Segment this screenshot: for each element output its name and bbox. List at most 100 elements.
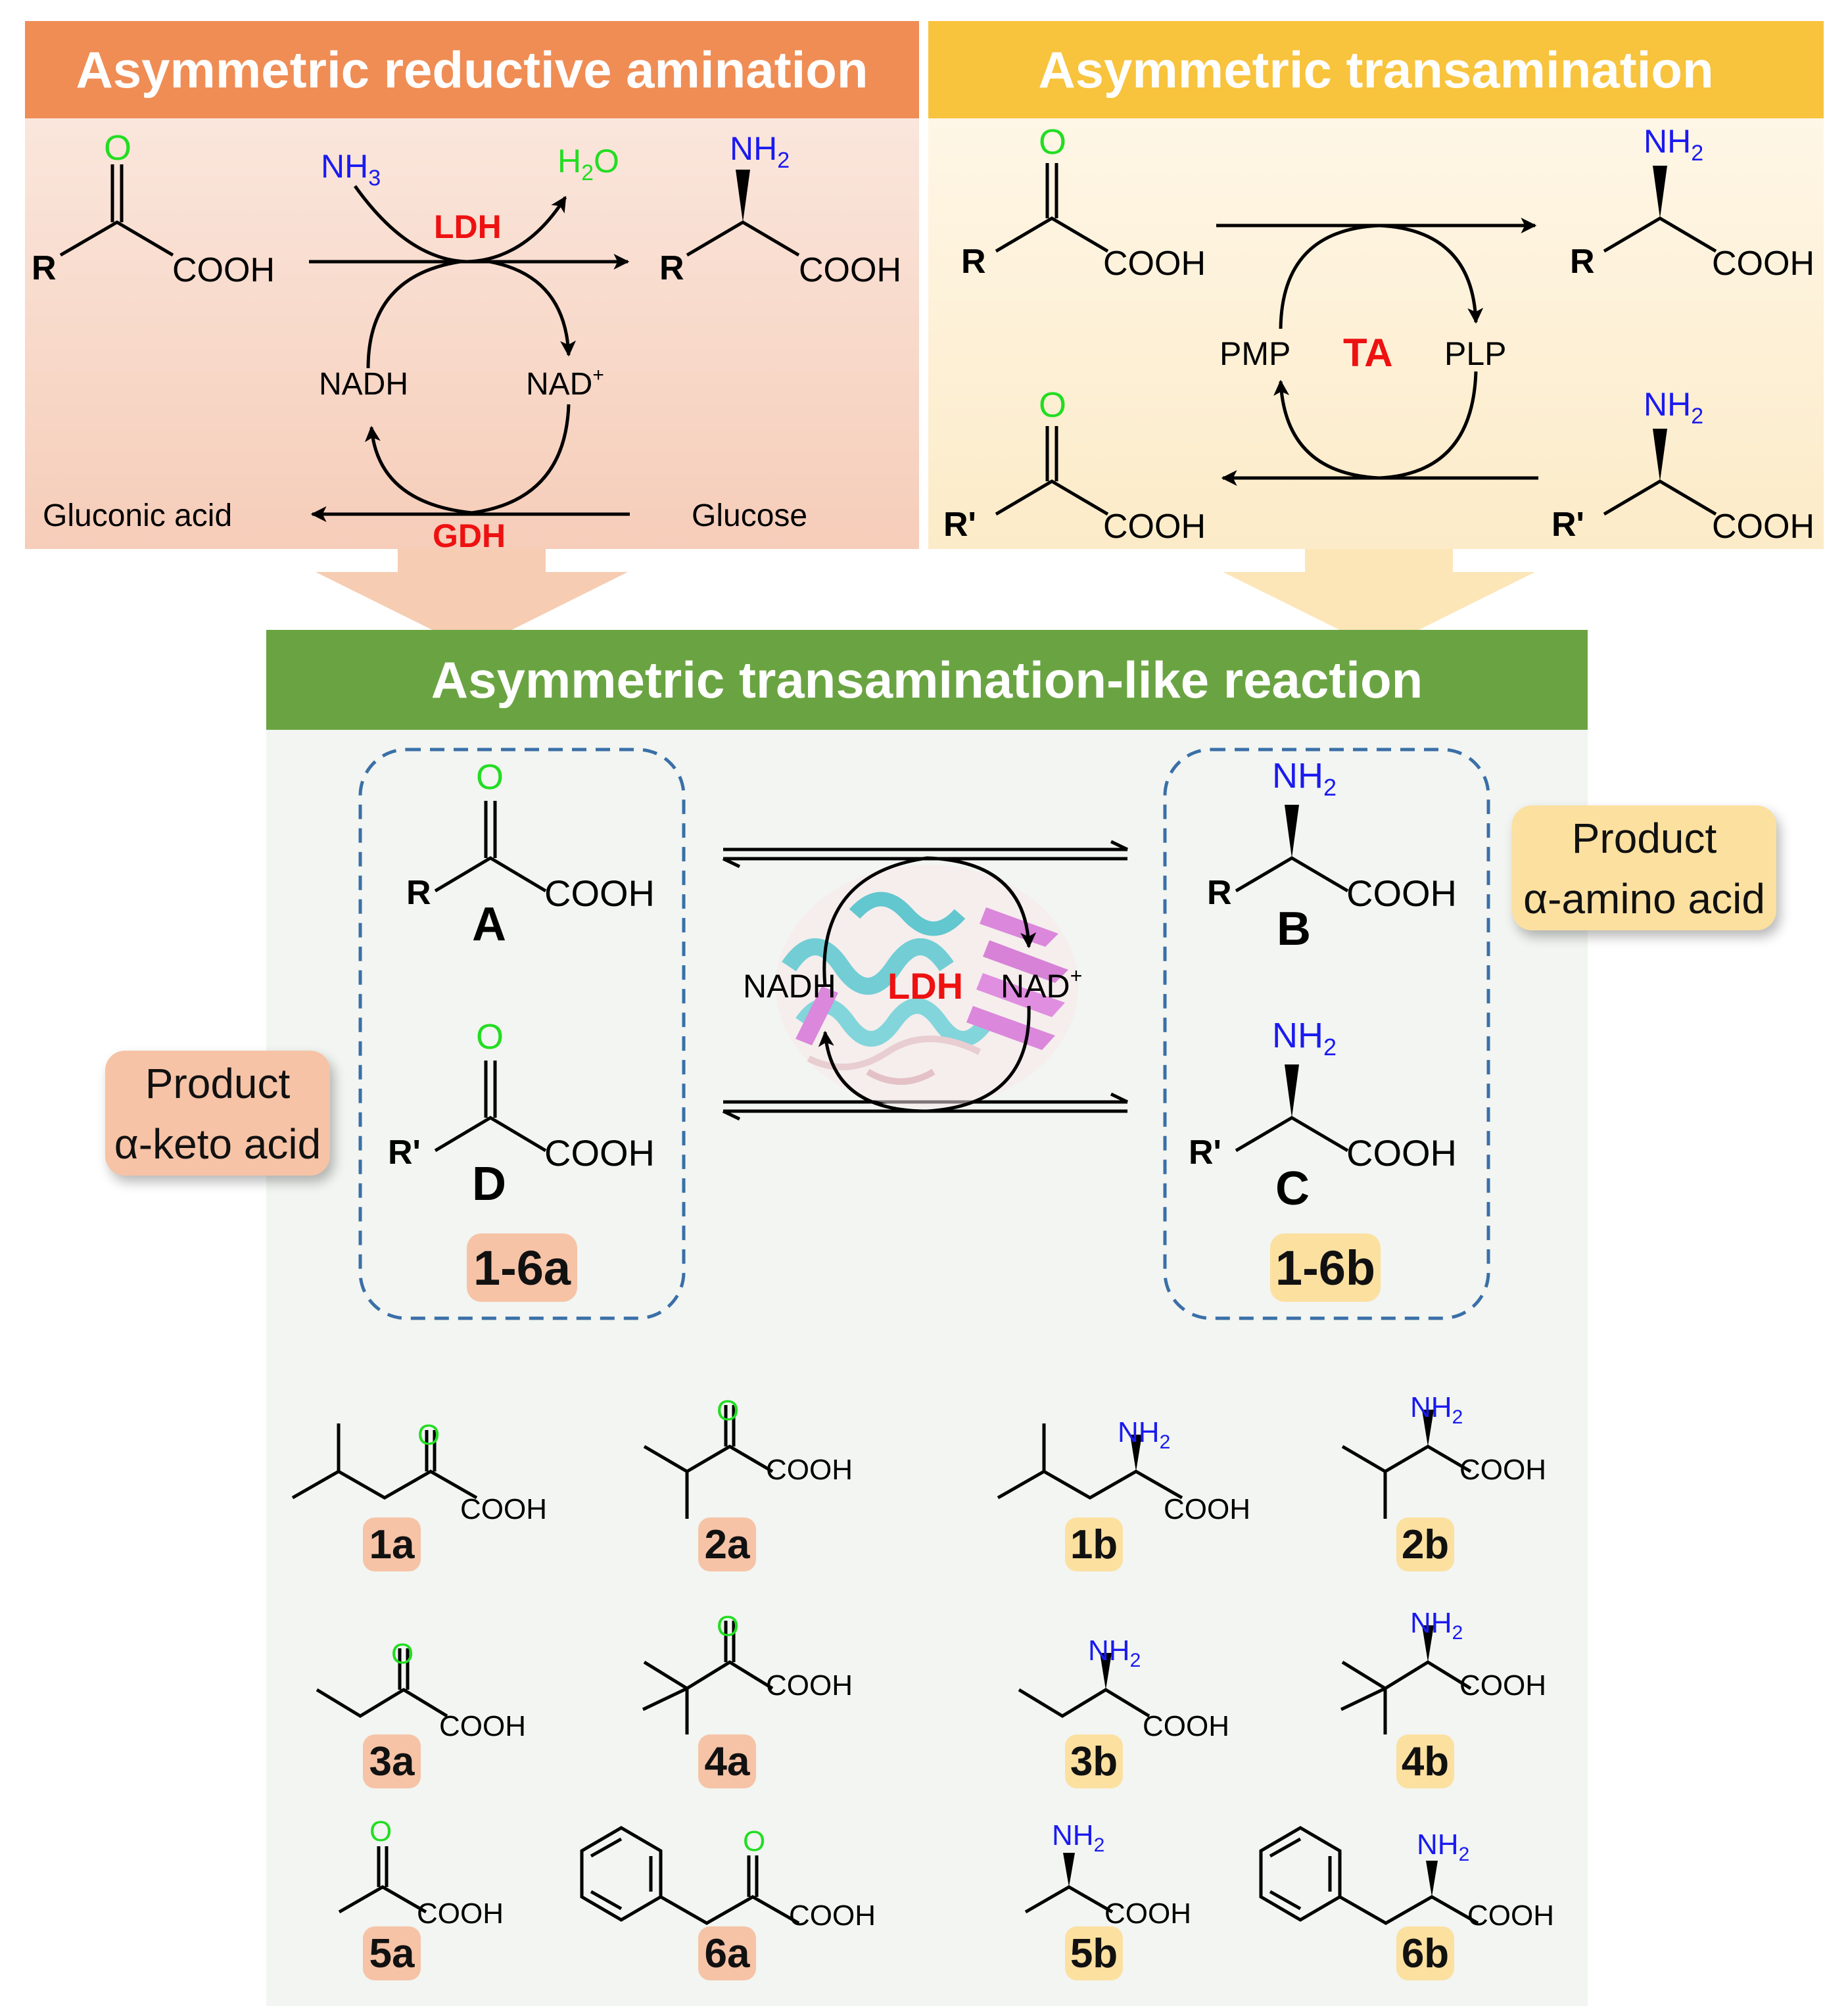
gluconic-acid-label: Gluconic acid [43, 498, 232, 533]
ta-amine-donor-r: R' [1552, 506, 1584, 544]
group-label-amino: 1-6b [1270, 1233, 1381, 1302]
c4a-oxygen: O [717, 1610, 739, 1642]
compound-badge-4a: 4a [698, 1734, 756, 1788]
amino-callout-line1: Product [1571, 815, 1717, 862]
c5a-acid: COOH [417, 1898, 504, 1930]
c6a-acid: COOH [789, 1899, 876, 1932]
compound-d-oxygen: O [476, 1017, 504, 1057]
like-ldh-label: LDH [888, 965, 963, 1007]
ta-amine-donor-acid: COOH [1712, 508, 1814, 546]
c2b-amine: NH2 [1410, 1391, 1463, 1428]
compound-badge-1a: 1a [363, 1517, 421, 1571]
glucose-label: Glucose [692, 498, 807, 533]
ta-substrate-r: R [961, 243, 986, 281]
ta-substrate-oxygen: O [1039, 122, 1066, 162]
compound-badge-3a: 3a [363, 1734, 421, 1788]
c5b-acid: COOH [1104, 1898, 1191, 1930]
c2a-acid: COOH [766, 1454, 853, 1486]
merge-arrow-left [316, 549, 628, 650]
ta-amine-donor-amine: NH2 [1644, 386, 1703, 429]
compound-c-label: C [1275, 1162, 1310, 1215]
keto-acid-callout: Product α-keto acid [105, 1051, 330, 1176]
c4b-amine: NH2 [1410, 1607, 1463, 1644]
product-acid: COOH [799, 251, 901, 289]
compound-d-label: D [472, 1158, 506, 1210]
c6b-acid: COOH [1467, 1899, 1554, 1932]
nadh-label: NADH [319, 367, 408, 402]
ta-donor-r: R' [943, 506, 976, 544]
compound-badge-6b: 6b [1396, 1926, 1454, 1980]
c5b-amine: NH2 [1052, 1819, 1104, 1856]
compound-d-acid: COOH [544, 1132, 655, 1174]
compound-badge-6a: 6a [698, 1926, 756, 1980]
keto-callout-line2: α-keto acid [114, 1120, 321, 1168]
wedge-bond [736, 170, 750, 222]
reductive-amination-title: Asymmetric reductive amination [25, 21, 919, 118]
compound-c-r: R' [1189, 1134, 1221, 1172]
compound-d-r: R' [388, 1134, 421, 1172]
ldh-protein-structure [776, 865, 1078, 1108]
compound-b-amine: NH2 [1272, 756, 1337, 801]
c1a-acid: COOH [460, 1493, 547, 1525]
ta-product-amine: NH2 [1644, 123, 1703, 166]
compound-badge-2b: 2b [1396, 1517, 1454, 1571]
compound-badge-5a: 5a [363, 1926, 421, 1980]
ta-enzyme-label: TA [1343, 331, 1393, 375]
substrate-oxygen: O [104, 128, 131, 168]
c1b-acid: COOH [1164, 1493, 1250, 1525]
merge-arrow-right [1223, 549, 1535, 650]
water-label: H2O [557, 143, 619, 185]
plp-label: PLP [1444, 335, 1507, 372]
keto-callout-line1: Product [145, 1060, 291, 1107]
compound-b-label: B [1277, 903, 1311, 955]
product-r-label: R [659, 249, 684, 287]
ta-substrate-acid: COOH [1103, 245, 1206, 283]
amino-acid-callout: Product α-amino acid [1512, 805, 1776, 930]
substrate-r-label: R [32, 249, 57, 287]
compound-a-label: A [472, 898, 506, 951]
c4a-acid: COOH [766, 1669, 853, 1702]
ldh-enzyme-label: LDH [434, 208, 502, 245]
pmp-label: PMP [1220, 335, 1291, 372]
c1b-amine: NH2 [1118, 1416, 1170, 1453]
compound-a-oxygen: O [476, 757, 504, 797]
transamination-title: Asymmetric transamination [928, 21, 1824, 118]
compound-badge-2a: 2a [698, 1517, 756, 1571]
c2a-oxygen: O [717, 1395, 739, 1427]
c5a-oxygen: O [369, 1815, 392, 1848]
compound-badge-1b: 1b [1065, 1517, 1123, 1571]
reductive-panel [25, 118, 919, 549]
amino-callout-line2: α-amino acid [1523, 875, 1765, 922]
ta-product-acid: COOH [1712, 245, 1814, 283]
compound-b-r: R [1207, 874, 1232, 912]
compound-badge-3b: 3b [1065, 1734, 1123, 1788]
c6a-oxygen: O [743, 1825, 765, 1857]
c6b-amine: NH2 [1417, 1828, 1469, 1865]
ta-product-r: R [1570, 243, 1595, 281]
product-amine: NH2 [730, 130, 790, 173]
group-label-keto: 1-6a [467, 1233, 577, 1302]
ammonia-label: NH3 [321, 148, 381, 191]
c3b-amine: NH2 [1088, 1635, 1141, 1671]
c1a-oxygen: O [417, 1419, 440, 1451]
like-nad-label: NAD+ [1001, 964, 1082, 1005]
compound-a-r: R [406, 874, 431, 912]
compound-b-acid: COOH [1346, 872, 1457, 914]
c4b-acid: COOH [1459, 1669, 1546, 1702]
compound-c-amine: NH2 [1272, 1016, 1337, 1061]
compound-badge-5b: 5b [1065, 1926, 1123, 1980]
compound-badge-4b: 4b [1396, 1734, 1454, 1788]
c2b-acid: COOH [1459, 1454, 1546, 1486]
compound-c-acid: COOH [1346, 1132, 1457, 1174]
substrate-acid: COOH [172, 251, 275, 289]
c3a-oxygen: O [391, 1638, 414, 1670]
c3b-acid: COOH [1143, 1710, 1229, 1742]
nad-label: NAD+ [526, 364, 604, 402]
ta-donor-oxygen: O [1039, 385, 1066, 425]
compound-a-acid: COOH [544, 872, 655, 914]
ta-donor-acid: COOH [1103, 508, 1206, 546]
c3a-acid: COOH [439, 1710, 526, 1742]
like-nadh-label: NADH [743, 968, 836, 1005]
